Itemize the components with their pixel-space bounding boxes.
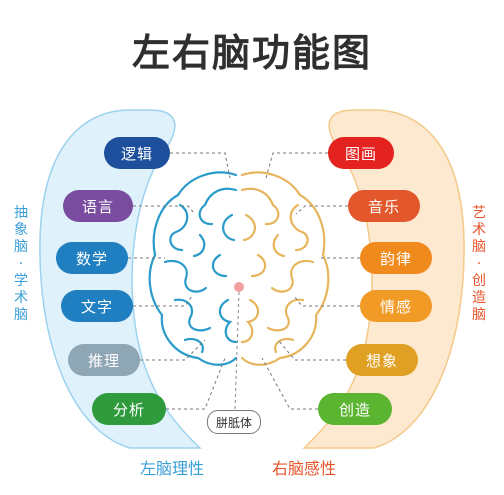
left-bottom-label: 左脑理性 [140, 459, 205, 478]
left-item-math: 数学 [56, 242, 128, 274]
right-item-emotion: 情感 [360, 290, 432, 322]
left-item-analysis: 分析 [92, 393, 166, 425]
left-item-reasoning: 推理 [68, 344, 140, 376]
right-bottom-label: 右脑感性 [272, 459, 337, 478]
left-hemisphere [148, 171, 238, 366]
page-title: 左右脑功能图 [131, 31, 372, 75]
left-side-label: 抽象脑·学术脑 [14, 205, 28, 323]
left-item-language: 语言 [63, 190, 133, 222]
right-connectors [261, 152, 360, 410]
callosum-dot [234, 282, 244, 292]
right-item-rhythm: 韵律 [360, 242, 432, 274]
left-item-text: 文字 [61, 290, 133, 322]
left-connectors [128, 152, 231, 410]
right-hemisphere [240, 171, 330, 366]
right-side-label: 艺术脑·创造脑 [472, 205, 486, 323]
right-item-drawing: 图画 [328, 137, 394, 169]
left-item-logic: 逻辑 [104, 137, 170, 169]
corpus-callosum-label: 胼胝体 [207, 410, 261, 434]
right-item-music: 音乐 [348, 190, 420, 222]
callosum-connector [234, 291, 240, 411]
right-item-imagination: 想象 [346, 344, 418, 376]
right-item-creation: 创造 [318, 393, 392, 425]
